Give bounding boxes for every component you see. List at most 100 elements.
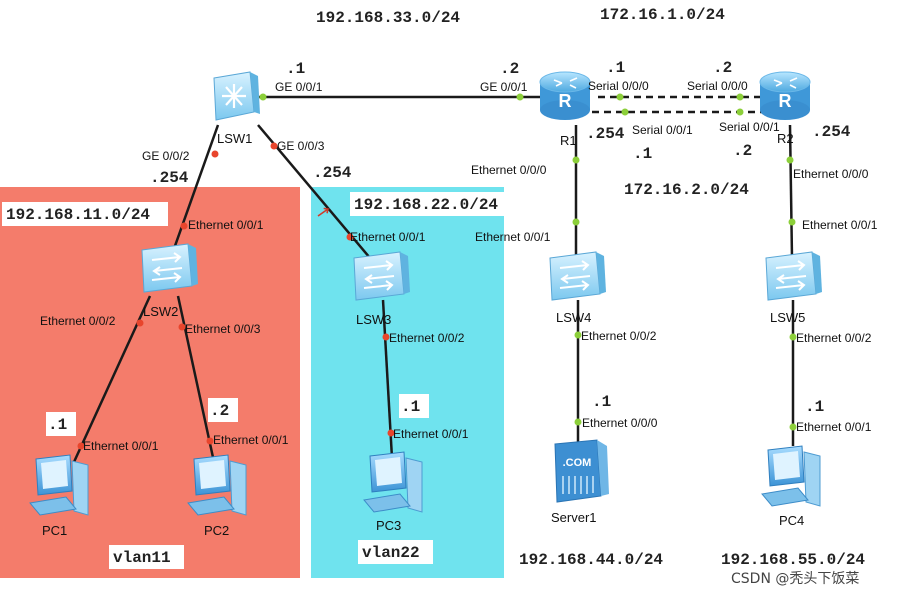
address-label: .254 — [313, 164, 352, 182]
address-label: .254 — [812, 123, 851, 141]
pc4-label: PC4 — [779, 513, 804, 528]
vlan-tag-bg — [109, 545, 184, 569]
port-dot — [516, 93, 524, 101]
port-label: Ethernet 0/0/0 — [793, 167, 869, 181]
port-label: Serial 0/0/0 — [588, 79, 649, 93]
lsw5-switch-icon[interactable] — [765, 251, 822, 301]
port-label: Ethernet 0/0/2 — [389, 331, 465, 345]
port-label: Ethernet 0/0/1 — [83, 439, 159, 453]
address-label: .1 — [633, 145, 652, 163]
port-label: Serial 0/0/1 — [632, 123, 693, 137]
port-dot — [180, 222, 188, 230]
port-label: GE 0/0/2 — [142, 149, 190, 163]
r2-label: R2 — [777, 131, 794, 146]
lsw4-switch-icon[interactable] — [549, 251, 606, 301]
port-label: GE 0/0/3 — [277, 139, 325, 153]
port-dot — [77, 442, 85, 450]
network-label-11: 192.168.11.0/24 — [6, 206, 150, 224]
port-label: Ethernet 0/0/2 — [796, 331, 872, 345]
pc1-pc-icon[interactable] — [29, 454, 89, 516]
pc2-pc-icon[interactable] — [187, 454, 247, 516]
port-label: GE 0/0/1 — [275, 80, 323, 94]
address-label: .254 — [150, 169, 189, 187]
port-dot — [178, 323, 186, 331]
port-label: Ethernet 0/0/1 — [350, 230, 426, 244]
port-label: Ethernet 0/0/2 — [40, 314, 116, 328]
address-tag-bg — [399, 394, 429, 418]
address-label: .1 — [805, 398, 824, 416]
address-tag-bg — [46, 412, 76, 436]
network-label-172-2: 172.16.2.0/24 — [624, 181, 749, 199]
cursor-icon — [317, 207, 330, 217]
port-label: Serial 0/0/0 — [687, 79, 748, 93]
port-dot — [621, 108, 629, 116]
pc2-label: PC2 — [204, 523, 229, 538]
network-label-33: 192.168.33.0/24 — [316, 9, 460, 27]
lsw1-label: LSW1 — [217, 131, 252, 146]
r1-label: R1 — [560, 133, 577, 148]
lsw3-switch-icon[interactable] — [353, 251, 410, 301]
pc1-label: PC1 — [42, 523, 67, 538]
network-label-172-1: 172.16.1.0/24 — [600, 6, 725, 24]
lsw2-switch-icon[interactable] — [141, 243, 198, 293]
lsw1-switch-icon[interactable] — [213, 71, 260, 121]
network-label-22: 192.168.22.0/24 — [354, 196, 498, 214]
port-label: Ethernet 0/0/3 — [185, 322, 261, 336]
server1-label: Server1 — [551, 510, 597, 525]
lsw2-label: LSW2 — [143, 304, 178, 319]
link-r2-lsw5 — [788, 124, 794, 259]
port-dot — [270, 142, 278, 150]
port-label: GE 0/0/1 — [480, 80, 528, 94]
svg-text:R: R — [779, 91, 792, 111]
port-label: Ethernet 0/0/0 — [471, 163, 547, 177]
port-dots-green — [259, 93, 797, 431]
network-label-44: 192.168.44.0/24 — [519, 551, 663, 569]
port-dot — [616, 93, 624, 101]
vlan11-label: vlan11 — [113, 549, 171, 567]
port-dot — [736, 93, 744, 101]
address-label: .1 — [606, 59, 625, 77]
port-dots-red — [77, 142, 395, 450]
r2-router-icon[interactable]: R — [759, 71, 811, 120]
port-label: Ethernet 0/0/2 — [581, 329, 657, 343]
port-dot — [786, 156, 794, 164]
link-lsw2-pc2 — [176, 295, 216, 463]
port-dot — [572, 218, 580, 226]
port-label: Ethernet 0/0/0 — [582, 416, 658, 430]
port-dot — [211, 150, 219, 158]
port-dot — [574, 331, 582, 339]
link-lsw1-lsw2 — [168, 124, 220, 261]
server-badge: .COM — [563, 457, 592, 469]
port-label: Ethernet 0/0/1 — [188, 218, 264, 232]
lsw3-label: LSW3 — [356, 312, 391, 327]
network-label-55: 192.168.55.0/24 — [721, 551, 865, 569]
svg-text:R: R — [559, 91, 572, 111]
server1-server-icon[interactable]: .COM — [554, 439, 609, 503]
port-label: Ethernet 0/0/1 — [796, 420, 872, 434]
port-dot — [387, 429, 395, 437]
vlan22-area — [311, 187, 504, 578]
vlan22-label: vlan22 — [362, 544, 420, 562]
port-label: Ethernet 0/0/1 — [213, 433, 289, 447]
address-label: .1 — [401, 398, 420, 416]
port-dot — [206, 437, 214, 445]
vlan11-area — [0, 187, 300, 578]
port-label: Serial 0/0/1 — [719, 120, 780, 134]
pc4-pc-icon[interactable] — [761, 445, 821, 507]
network-tag-bg — [350, 192, 518, 216]
address-label: .254 — [586, 125, 625, 143]
lsw5-label: LSW5 — [770, 310, 805, 325]
r1-router-icon[interactable]: R — [539, 71, 591, 120]
port-dot — [136, 319, 144, 327]
vlan-tag-bg — [358, 540, 433, 564]
watermark: CSDN @秃头下饭菜 — [731, 571, 859, 587]
port-dot — [789, 333, 797, 341]
port-label: Ethernet 0/0/1 — [475, 230, 551, 244]
pc3-pc-icon[interactable] — [363, 451, 423, 513]
address-label: .2 — [713, 59, 732, 77]
address-tag-bg — [208, 398, 238, 422]
pc3-label: PC3 — [376, 518, 401, 533]
port-dot — [346, 233, 354, 241]
port-dot — [572, 156, 580, 164]
